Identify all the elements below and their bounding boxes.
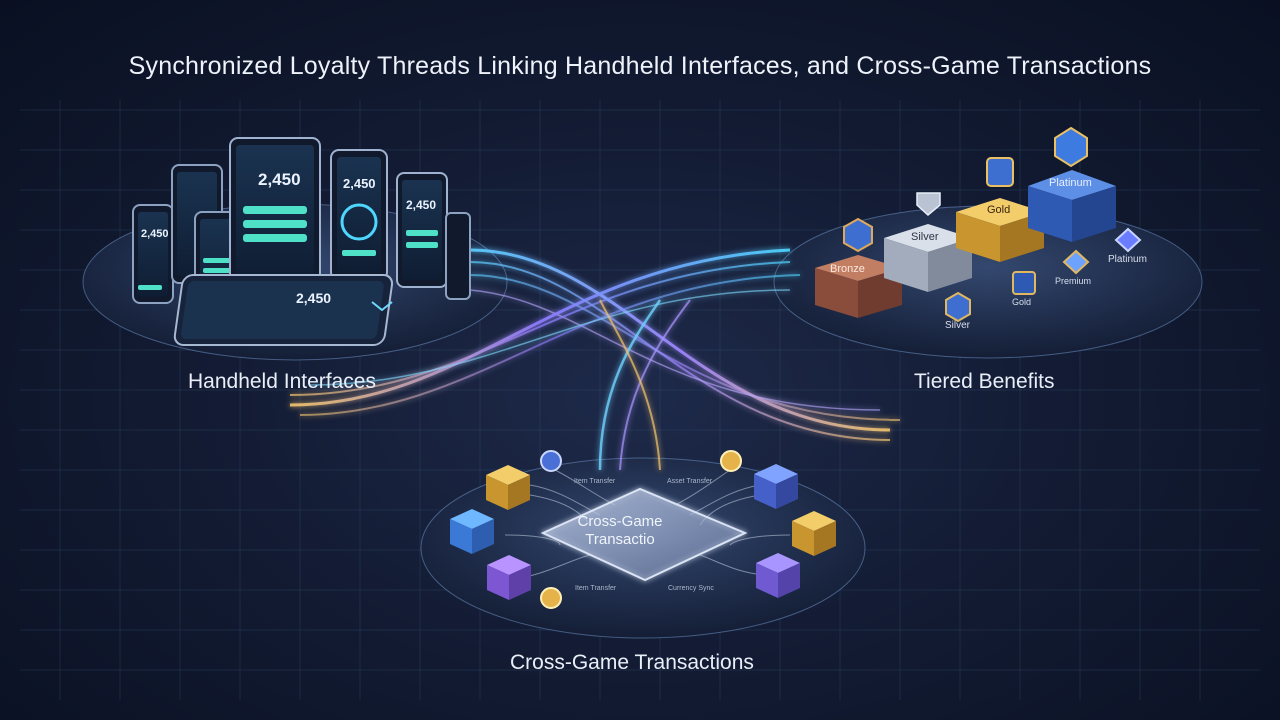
badge-gold: Gold bbox=[1012, 297, 1032, 307]
cube-blue-l bbox=[450, 509, 494, 554]
coin-icon bbox=[720, 450, 742, 472]
phone-far-right bbox=[445, 212, 471, 300]
page-title: Synchronized Loyalty Threads Linking Han… bbox=[128, 52, 1152, 80]
plate-label: Cross-Game Transactio bbox=[560, 513, 680, 549]
tag-currency-sync: Currency Sync bbox=[668, 585, 714, 592]
cube-silver bbox=[884, 224, 972, 292]
tag-item-transfer-bottom: Item Transfer bbox=[575, 585, 617, 592]
label-cross-game-transactions: Cross-Game Transactions bbox=[510, 651, 754, 674]
loyalty-threads bbox=[289, 248, 901, 471]
tag-item-transfer-top: Item Transfer bbox=[574, 478, 616, 485]
platinum-gem-icon bbox=[1114, 227, 1142, 253]
progress-ring-icon bbox=[340, 203, 378, 241]
phone-far-left-screen-value: 2,450 bbox=[141, 228, 169, 240]
medal-gold-icon bbox=[1012, 271, 1036, 295]
badge-premium: Premium bbox=[1055, 276, 1092, 286]
label-gold: Gold bbox=[987, 204, 1011, 216]
shield-icon bbox=[916, 192, 941, 216]
coin-icon bbox=[540, 587, 562, 609]
cube-bronze bbox=[815, 255, 902, 318]
handheld-devices bbox=[132, 137, 471, 346]
badge-silver: Silver bbox=[945, 320, 971, 331]
diamond-badge-icon bbox=[986, 157, 1014, 187]
cube-gold-tl bbox=[486, 465, 530, 510]
badge-platinum: Platinum bbox=[1108, 254, 1147, 265]
label-handheld-interfaces: Handheld Interfaces bbox=[188, 370, 376, 393]
tag-asset-transfer: Asset Transfer bbox=[667, 478, 713, 485]
plate-label-line1: Cross-Game bbox=[577, 513, 663, 530]
cross-game-plate bbox=[540, 487, 748, 582]
label-tiered-benefits: Tiered Benefits bbox=[914, 370, 1055, 393]
gem-icon bbox=[1062, 249, 1090, 275]
chevron-icon bbox=[371, 301, 393, 312]
coin-icon bbox=[540, 450, 562, 472]
label-platinum: Platinum bbox=[1049, 177, 1092, 189]
cube-platinum bbox=[1028, 170, 1116, 242]
label-bronze: Bronze bbox=[830, 263, 865, 275]
cube-blue-tr bbox=[754, 464, 798, 509]
tablet-main-points: 2,450 bbox=[258, 170, 301, 189]
phone-b-points: 2,450 bbox=[343, 176, 376, 191]
plate-label-line2: Transactio bbox=[585, 531, 655, 548]
cube-violet-bl bbox=[487, 555, 531, 600]
tier-cubes bbox=[815, 126, 1142, 323]
phone-c-points: 2,450 bbox=[406, 198, 437, 212]
label-silver: Silver bbox=[911, 231, 939, 243]
crest-icon bbox=[1054, 126, 1088, 168]
transaction-hub bbox=[450, 450, 836, 609]
cube-violet-br bbox=[756, 553, 800, 598]
cube-gold-r bbox=[792, 511, 836, 556]
flat-tablet-points: 2,450 bbox=[296, 290, 332, 306]
medal-silver-icon bbox=[945, 291, 971, 323]
medal-bronze-icon bbox=[843, 217, 873, 253]
